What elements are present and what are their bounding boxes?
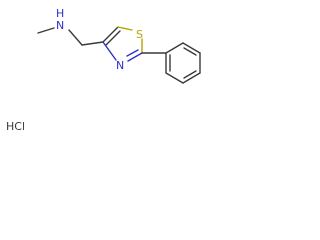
bond-c5-s — [117, 26, 133, 31]
bond-c2-n3 — [127, 52, 143, 62]
molecule-diagram: N H S N HCl — [6, 7, 201, 133]
phenyl-double-2 — [183, 70, 197, 79]
amine-n-label: N — [56, 19, 64, 32]
phenyl-bond-2 — [182, 42, 201, 54]
bond-ch2-c4 — [81, 41, 104, 46]
thiazole-n-label: N — [116, 59, 124, 72]
amine-h-label: H — [56, 7, 64, 20]
phenyl-bond-5 — [165, 72, 184, 84]
thiazole-s-label: S — [136, 28, 143, 41]
bond-c2-n3-double — [126, 49, 139, 57]
phenyl-bond-4 — [182, 72, 201, 84]
bond-c4-c5 — [102, 26, 119, 43]
phenyl-double-1 — [183, 47, 197, 56]
bond-c4-c5-double — [105, 30, 121, 46]
phenyl-bond-1 — [165, 42, 184, 54]
hcl-label: HCl — [6, 120, 25, 133]
bond-methyl-n — [37, 27, 55, 34]
bond-n-ch2 — [68, 29, 83, 46]
bond-n3-c4 — [102, 41, 117, 61]
